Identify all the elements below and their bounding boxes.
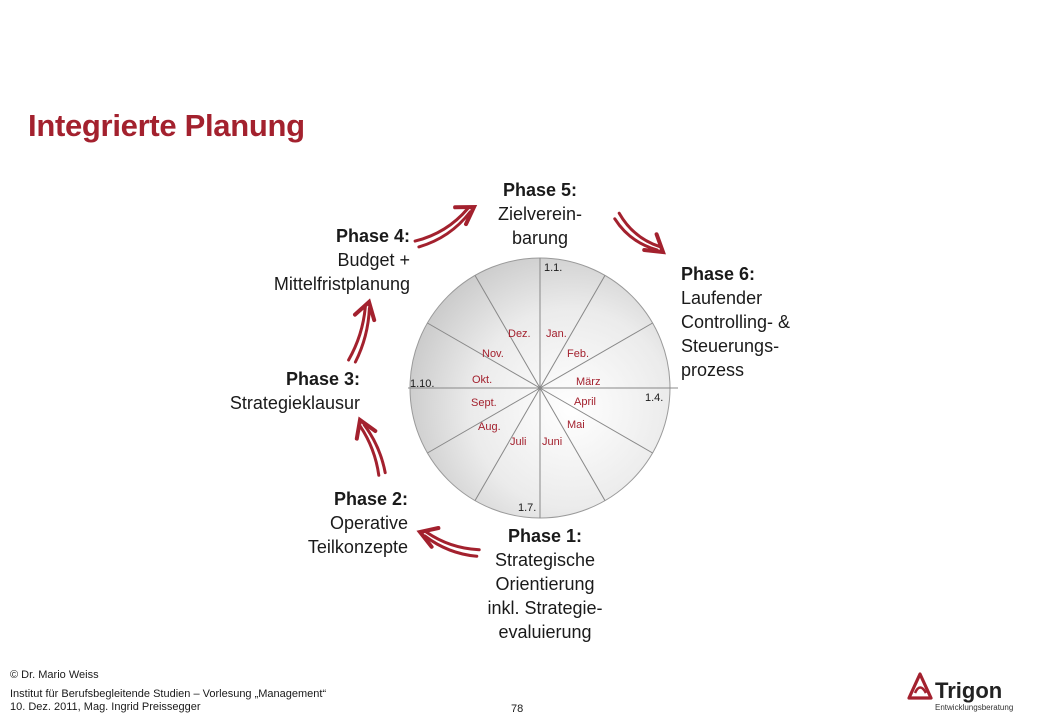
month-label-dec: Dez. xyxy=(508,328,531,340)
logo-name: Trigon xyxy=(935,678,1002,703)
quarter-label-jul: 1.7. xyxy=(518,502,537,514)
phase-4-label: Phase 4: Budget + Mittelfristplanung xyxy=(220,224,410,296)
phase-6-title: Phase 6: xyxy=(681,264,756,284)
wheel-spoke xyxy=(539,387,606,501)
cycle-arrow-stroke xyxy=(613,217,659,252)
month-label-sep: Sept. xyxy=(471,397,497,409)
month-label-feb: Feb. xyxy=(567,348,590,360)
page-title: Integrierte Planung xyxy=(28,108,305,143)
cycle-arrow xyxy=(416,526,481,558)
footer-date-author: 10. Dez. 2011, Mag. Ingrid Preissegger xyxy=(10,701,201,713)
phase-2-line: Operative xyxy=(329,513,408,533)
phase-6-label: Phase 6: Laufender Controlling- & Steuer… xyxy=(681,262,841,382)
cycle-arrows xyxy=(347,204,666,558)
month-label-jul: Juli xyxy=(510,436,527,448)
phase-1-line: Orientierung xyxy=(495,574,595,594)
phase-5-line: Zielverein- xyxy=(497,204,583,224)
phase-4-line: Mittelfristplanung xyxy=(273,274,410,294)
cycle-arrow-head xyxy=(353,298,377,323)
cycle-arrow xyxy=(413,204,478,249)
cycle-arrow-head xyxy=(642,232,666,255)
wheel-spoke xyxy=(539,275,606,389)
trigon-logo-icon xyxy=(907,672,933,700)
phase-6-line: Controlling- & xyxy=(681,312,791,332)
month-label-oct: Okt. xyxy=(472,374,493,386)
phase-2-label: Phase 2: Operative Teilkonzepte xyxy=(248,487,408,559)
phase-2-line: Teilkonzepte xyxy=(307,537,408,557)
phase-3-line: Strategieklausur xyxy=(229,393,360,413)
cycle-arrow-stroke xyxy=(417,210,472,249)
phase-1-label: Phase 1: Strategische Orientierung inkl.… xyxy=(460,524,630,644)
phase-6-line: Laufender xyxy=(681,288,763,308)
cycle-arrow-stroke xyxy=(413,207,470,243)
quarter-label-jan: 1.1. xyxy=(544,262,563,274)
cycle-arrow-stroke xyxy=(347,305,367,362)
cycle-arrow-stroke xyxy=(617,211,662,249)
cycle-arrow-stroke xyxy=(362,423,387,475)
cycle-arrow-head xyxy=(416,526,441,549)
phase-1-line: Strategische xyxy=(494,550,596,570)
phase-4-line: Budget + xyxy=(337,250,410,270)
quarter-label-apr: 1.4. xyxy=(645,392,664,404)
month-label-nov: Nov. xyxy=(482,348,504,360)
phase-3-label: Phase 3: Strategieklausur xyxy=(190,367,360,415)
phase-1-title: Phase 1: xyxy=(507,526,583,546)
month-label-may: Mai xyxy=(567,419,585,431)
phase-4-title: Phase 4: xyxy=(335,226,410,246)
month-label-apr: April xyxy=(574,396,597,408)
phase-5-title: Phase 5: xyxy=(502,180,578,200)
cycle-arrow-stroke xyxy=(358,424,381,477)
wheel-spoke xyxy=(427,322,541,389)
phase-6-line: prozess xyxy=(681,360,745,380)
footer-institute: Institut für Berufsbegleitende Studien –… xyxy=(10,688,327,700)
wheel-spoke xyxy=(539,387,653,454)
wheel-spoke xyxy=(427,387,541,454)
phase-2-title: Phase 2: xyxy=(333,489,408,509)
wheel-spokes xyxy=(408,258,678,518)
phase-5-label: Phase 5: Zielverein- barung xyxy=(470,178,610,250)
phase-1-line: evaluierung xyxy=(498,622,592,642)
phase-5-line: barung xyxy=(511,228,569,248)
phase-6-line: Steuerungs- xyxy=(681,336,780,356)
phase-3-title: Phase 3: xyxy=(285,369,360,389)
footer-copyright: © Dr. Mario Weiss xyxy=(10,669,99,681)
logo-subtitle: Entwicklungsberatung xyxy=(935,703,1013,712)
month-label-mar: März xyxy=(576,376,601,388)
month-label-jun: Juni xyxy=(542,436,563,448)
cycle-arrow-head xyxy=(354,416,378,441)
wheel-spoke xyxy=(539,322,653,389)
month-label-aug: Aug. xyxy=(478,421,501,433)
cycle-arrow xyxy=(354,416,387,477)
trigon-logo: Trigon Entwicklungsberatung xyxy=(907,672,1013,712)
phase-1-line: inkl. Strategie- xyxy=(487,598,603,618)
wheel-spoke xyxy=(474,275,541,389)
cycle-arrow xyxy=(613,211,666,255)
cycle-arrow-head xyxy=(453,204,478,227)
cycle-arrow-stroke xyxy=(424,530,481,552)
cycle-arrow xyxy=(347,298,377,364)
wheel-spoke xyxy=(474,387,541,501)
cycle-arrow-stroke xyxy=(423,534,479,558)
page-number: 78 xyxy=(511,703,524,715)
cycle-arrow-stroke xyxy=(353,306,371,364)
month-label-jan: Jan. xyxy=(546,328,567,340)
quarter-label-oct: 1.10. xyxy=(410,378,435,390)
